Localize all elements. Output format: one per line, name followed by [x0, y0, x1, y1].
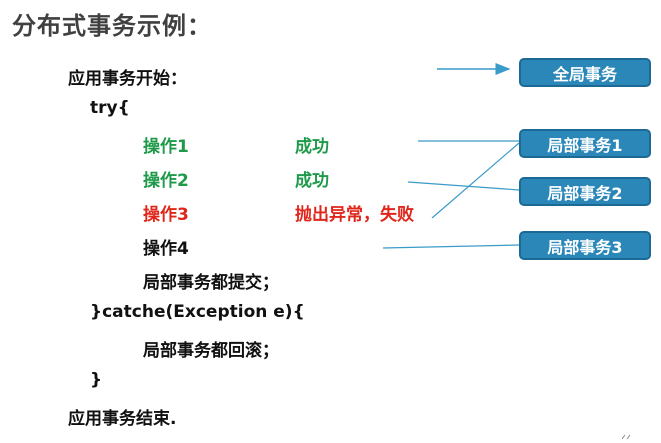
op3-result: 抛出异常，失败	[295, 205, 414, 225]
global-transaction-box: 全局事务	[519, 58, 651, 87]
op4-label: 操作4	[143, 239, 189, 259]
close-brace-line: }	[90, 370, 103, 390]
op2-label: 操作2	[143, 171, 189, 191]
connector-op4-local3	[382, 244, 520, 249]
commit-line: 局部事务都提交；	[143, 273, 279, 293]
op3-label: 操作3	[143, 205, 189, 225]
begin-line: 应用事务开始：	[68, 69, 187, 89]
local-transaction-1-box: 局部事务1	[519, 129, 651, 158]
local-transaction-2-box: 局部事务2	[519, 177, 651, 206]
op1-label: 操作1	[143, 137, 189, 157]
corner-mark-icon	[622, 434, 631, 440]
end-line: 应用事务结束.	[68, 409, 177, 429]
op2-result: 成功	[295, 171, 329, 191]
op1-result: 成功	[295, 137, 329, 157]
connector-op3-local1	[431, 142, 520, 219]
try-line: try{	[90, 98, 130, 118]
page-title: 分布式事务示例：	[12, 12, 212, 40]
connector-op2-local2	[407, 181, 520, 191]
rollback-line: 局部事务都回滚；	[143, 341, 279, 361]
local-transaction-3-box: 局部事务3	[519, 231, 651, 260]
catch-line: }catche(Exception e){	[90, 302, 305, 322]
